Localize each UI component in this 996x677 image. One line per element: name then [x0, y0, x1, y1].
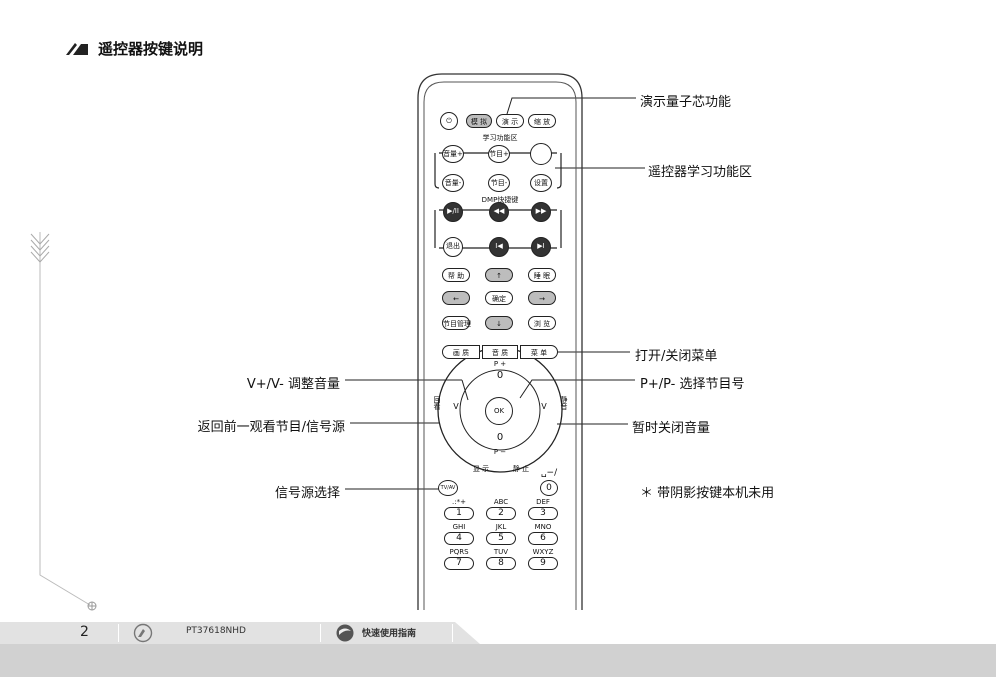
- sleep-button[interactable]: 睡 眠: [528, 268, 556, 282]
- callout-lines: [345, 97, 645, 490]
- tv-av-button[interactable]: TV/AV: [438, 480, 458, 496]
- pen-circle-icon: [133, 623, 153, 643]
- volume-left-label: V: [453, 402, 459, 411]
- program-up-key[interactable]: 0: [496, 370, 504, 381]
- footer: 2 PT37618NHD 快速使用指南: [0, 622, 996, 677]
- page-number: 2: [80, 624, 89, 640]
- power-button[interactable]: ⏻: [440, 112, 458, 130]
- previous-button[interactable]: I◀: [489, 237, 509, 257]
- learn-volume-up[interactable]: 音量+: [442, 145, 464, 163]
- callout-learn-zone: 遥控器学习功能区: [648, 165, 753, 180]
- help-button[interactable]: 帮 助: [442, 268, 470, 282]
- program-down-key[interactable]: 0: [496, 432, 504, 443]
- decorative-line: [30, 232, 97, 611]
- zoom-button[interactable]: 缩 放: [528, 114, 556, 128]
- picture-button[interactable]: 画 质: [442, 345, 480, 359]
- up-button[interactable]: ↑: [485, 268, 513, 282]
- callout-back: 返回前一观看节目/信号源: [197, 420, 345, 435]
- callout-mute: 暂时关闭音量: [632, 421, 711, 436]
- exit-button[interactable]: 退出: [443, 237, 463, 257]
- demo-button[interactable]: 演 示: [496, 114, 524, 128]
- ok-button[interactable]: OK: [485, 397, 513, 425]
- fast-forward-button[interactable]: ▶▶: [531, 202, 551, 222]
- menu-button[interactable]: 菜 单: [520, 345, 558, 359]
- footer-divider: [452, 624, 453, 642]
- learn-program-up[interactable]: 节目+: [488, 145, 510, 163]
- learn-setup[interactable]: 设置: [530, 174, 552, 192]
- globe-icon: [336, 624, 354, 642]
- next-button[interactable]: ▶I: [531, 237, 551, 257]
- learn-program-down[interactable]: 节目-: [488, 174, 510, 192]
- callout-program: P+/P- 选择节目号: [640, 377, 745, 392]
- footer-divider: [320, 624, 321, 642]
- digit-0-button[interactable]: 0: [540, 480, 558, 496]
- remote-control: ⏻ 模 拟 演 示 缩 放 学习功能区 音量+ 节目+ 音量- 节目- 设置 D…: [412, 70, 588, 610]
- program-manager-button[interactable]: 节目管理: [442, 316, 471, 330]
- learn-zone-header: 学习功能区: [482, 134, 518, 142]
- play-pause-button[interactable]: ▶/II: [443, 202, 463, 222]
- space-symbol: ␣−/: [540, 468, 558, 478]
- display-button[interactable]: 显 示: [472, 465, 490, 473]
- right-button[interactable]: →: [528, 291, 556, 305]
- rewind-button[interactable]: ◀◀: [489, 202, 509, 222]
- footer-guide: 快速使用指南: [362, 629, 417, 639]
- sound-button[interactable]: 音 质: [482, 345, 518, 359]
- left-button[interactable]: ←: [442, 291, 470, 305]
- callout-volume: V+/V- 调整音量: [246, 377, 340, 392]
- volume-right-label: V: [541, 402, 547, 411]
- learn-blank-button[interactable]: [530, 143, 552, 165]
- down-button[interactable]: ↓: [485, 316, 513, 330]
- callout-demo: 演示量子芯功能: [640, 95, 732, 110]
- dmp-header: DMP快捷键: [481, 196, 519, 204]
- mute-button[interactable]: 静音: [560, 396, 568, 410]
- browse-button[interactable]: 浏 览: [528, 316, 556, 330]
- footer-tab: [0, 622, 480, 644]
- callout-source: 信号源选择: [274, 486, 340, 501]
- page-title: 遥控器按键说明: [66, 38, 203, 59]
- program-down-label: P −: [493, 448, 507, 456]
- footer-band: [0, 644, 996, 677]
- program-up-label: P +: [493, 360, 507, 368]
- pen-icon: [66, 42, 88, 55]
- callout-menu: 打开/关闭菜单: [635, 349, 718, 364]
- footer-divider: [118, 624, 119, 642]
- callout-note: ＊ 带阴影按键本机未用: [640, 486, 775, 501]
- learn-volume-down[interactable]: 音量-: [442, 174, 464, 192]
- title-text: 遥控器按键说明: [98, 40, 204, 58]
- recall-button[interactable]: 回看: [433, 396, 441, 410]
- analog-button[interactable]: 模 拟: [466, 114, 492, 128]
- digit-1-button[interactable]: .:*+1: [444, 498, 474, 520]
- footer-model: PT37618NHD: [186, 626, 246, 636]
- still-button[interactable]: 静 止: [512, 465, 530, 473]
- confirm-button[interactable]: 确定: [485, 291, 513, 305]
